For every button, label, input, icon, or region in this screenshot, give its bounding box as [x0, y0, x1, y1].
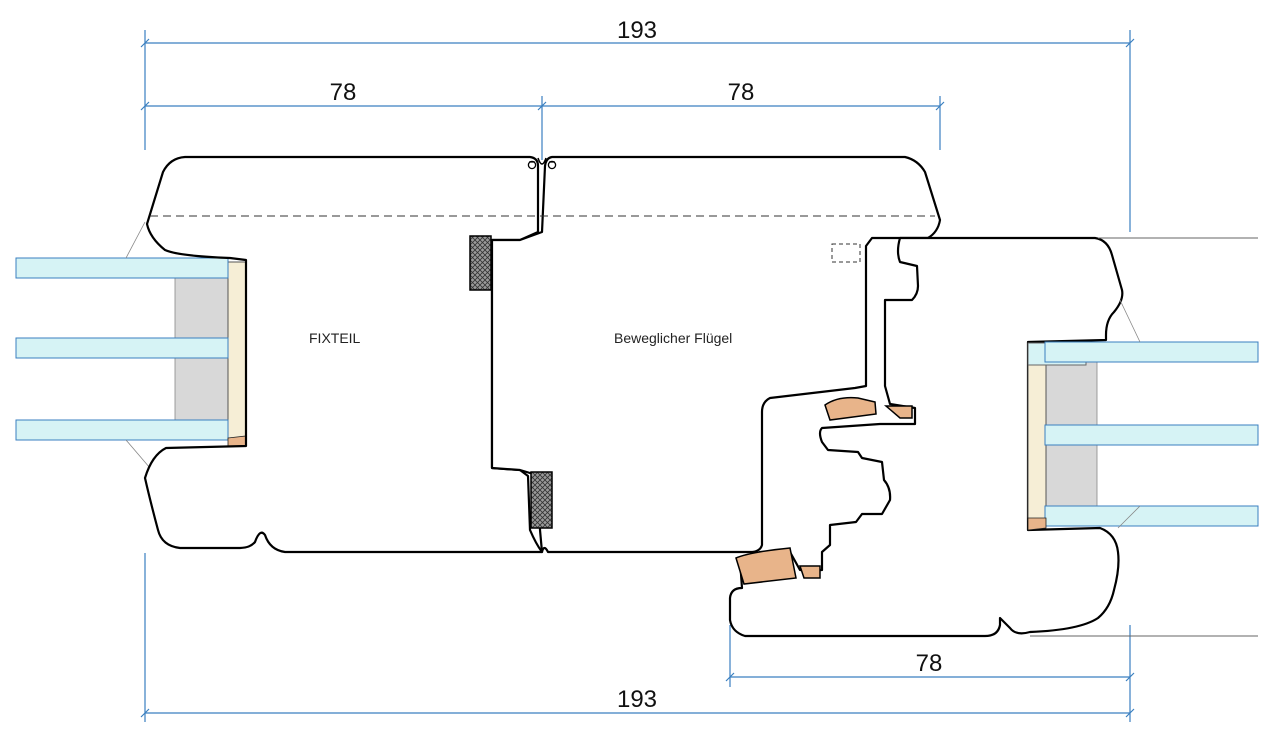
left-glass-pane-2: [15, 337, 229, 359]
label-moving-sash: Beweglicher Flügel: [614, 330, 732, 346]
fixed-frame-profile: [143, 155, 544, 554]
left-gasket: [227, 435, 247, 447]
left-glazing-slope-top: [125, 221, 146, 259]
lower-brush-seal: [530, 471, 553, 529]
right-glass-pane-3: [1044, 505, 1259, 527]
label-fixed-part: FIXTEIL: [309, 330, 361, 346]
lower-sash-gasket: [735, 547, 797, 585]
right-glazing-slope-top: [1119, 299, 1141, 343]
left-glazing-unit: [15, 221, 247, 469]
left-glass-pane-3: [15, 419, 229, 441]
right-glazing-bead: [1027, 344, 1047, 521]
opening-sash-profile: [728, 236, 1124, 638]
left-glass-pane-1: [15, 257, 229, 279]
left-glazing-slope-bottom: [125, 439, 151, 469]
dim-ticks: [140, 38, 1135, 718]
dimension-bottom-right: 78: [916, 650, 943, 677]
hardware-marker-dashed: [831, 243, 861, 263]
upper-brush-seal: [469, 235, 492, 291]
upper-sash-gasket-tip: [883, 405, 913, 419]
left-glazing-bead: [227, 261, 247, 441]
dimension-bottom-total: 193: [617, 686, 657, 713]
dimension-top-total: 193: [617, 17, 657, 44]
right-gasket: [1027, 517, 1047, 531]
right-glass-pane-2: [1044, 424, 1259, 446]
moving-sash-profile: [490, 155, 942, 554]
upper-sash-gasket: [824, 396, 877, 421]
right-glazing-slope-bottom: [1117, 505, 1141, 529]
right-glass-pane-1: [1044, 341, 1259, 363]
lower-sash-gasket-tip: [798, 565, 821, 579]
dimension-lines: [140, 30, 1135, 722]
right-glazing-unit: [1027, 237, 1259, 637]
dimension-top-sash: 78: [728, 79, 755, 106]
dimension-top-fixed: 78: [330, 79, 357, 106]
top-joint-markers: [527, 157, 557, 170]
